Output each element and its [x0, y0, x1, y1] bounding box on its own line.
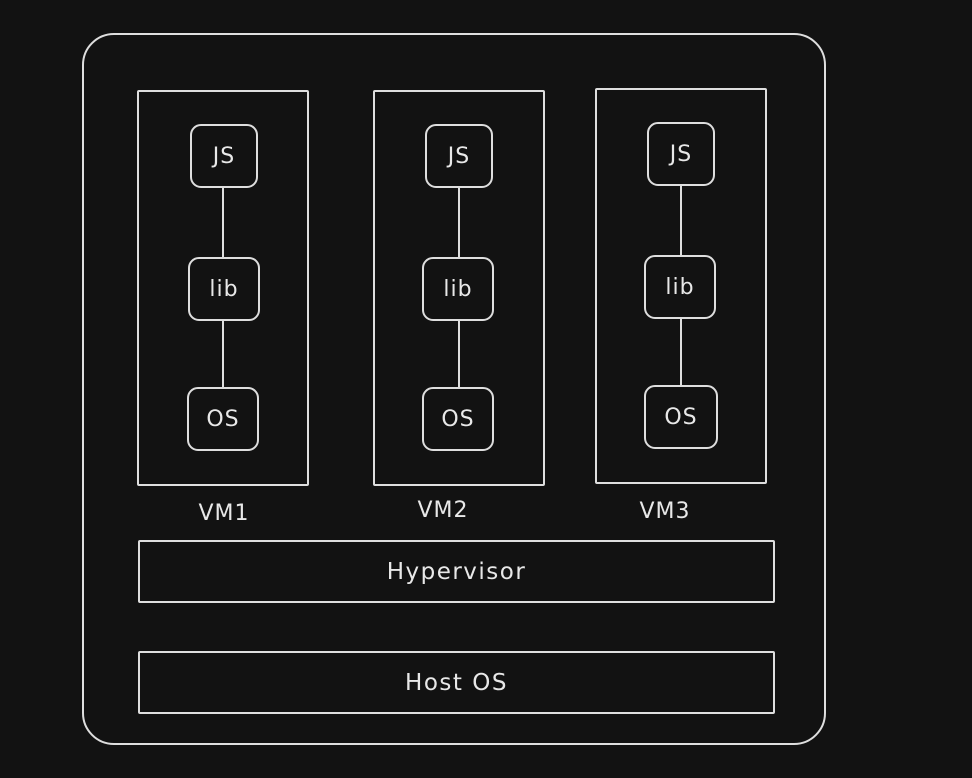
- vm2-connector-js-lib: [458, 186, 460, 258]
- hypervisor-layer: Hypervisor: [138, 540, 775, 603]
- host-os-layer: Host OS: [138, 651, 775, 714]
- vm1-connector-js-lib: [222, 186, 224, 258]
- vm1-lib-node: lib: [188, 257, 260, 321]
- vm2-os-node: OS: [422, 387, 494, 451]
- vm1-label: VM1: [198, 501, 250, 526]
- vm3-os-node: OS: [644, 385, 718, 449]
- vm3-connector-lib-os: [680, 318, 682, 386]
- vm1-os-node: OS: [187, 387, 259, 451]
- vm1-js-node: JS: [190, 124, 258, 188]
- vm2-frame: [373, 90, 545, 486]
- vm2-js-node: JS: [425, 124, 493, 188]
- vm2-label: VM2: [417, 498, 469, 523]
- host-machine-frame: [82, 33, 826, 745]
- vm3-label: VM3: [639, 499, 691, 524]
- vm3-js-node: JS: [647, 122, 715, 186]
- vm3-lib-node: lib: [644, 255, 716, 319]
- vm1-connector-lib-os: [222, 320, 224, 388]
- vm2-connector-lib-os: [458, 320, 460, 388]
- vm3-frame: [595, 88, 767, 484]
- vm2-lib-node: lib: [422, 257, 494, 321]
- vm3-connector-js-lib: [680, 184, 682, 256]
- vm1-frame: [137, 90, 309, 486]
